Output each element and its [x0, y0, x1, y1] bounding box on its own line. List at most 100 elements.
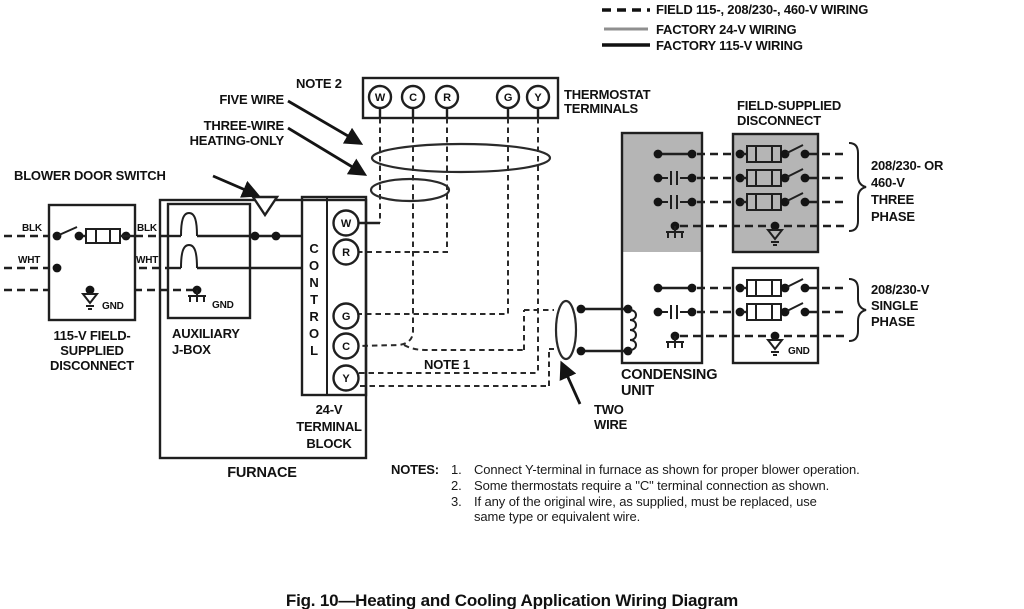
jbox-label-line2: J-BOX — [172, 342, 211, 357]
two-wire-callout: TWO WIRE — [554, 299, 633, 432]
three-wire-label-line2: HEATING-ONLY — [190, 133, 285, 148]
chassis-ground-icon — [188, 290, 206, 302]
furnace-label: FURNACE — [227, 465, 297, 481]
thermostat-terminal-r: R — [443, 92, 451, 104]
note-2-text: Some thermostats require a "C" terminal … — [474, 478, 829, 493]
terminal-block-label-line3: BLOCK — [306, 436, 352, 451]
wht-label-left: WHT — [18, 255, 40, 266]
capacitor-icon — [653, 305, 697, 319]
note-3-text-line2: same type or equivalent wire. — [474, 509, 640, 524]
contactor-coil-icon — [629, 309, 637, 351]
furnace-terminal-c: C — [342, 341, 350, 353]
single-phase-label-line2: SINGLE — [871, 298, 919, 313]
notes-heading: NOTES: — [391, 462, 439, 477]
wire-bundle-callouts: FIVE WIRE THREE-WIRE HEATING-ONLY — [190, 92, 552, 203]
thermostat-terminal-w: W — [375, 92, 386, 104]
thermostat-box — [361, 76, 560, 120]
115v-disconnect-caption-line2: SUPPLIED — [60, 343, 123, 358]
single-phase-label-line3: PHASE — [871, 314, 915, 329]
two-wire-oval — [554, 299, 578, 361]
furnace-terminal-y: Y — [342, 373, 350, 385]
earth-ground-icon — [765, 229, 785, 246]
two-wire-label-line1: TWO — [594, 402, 624, 417]
svg-text:N: N — [309, 275, 318, 290]
five-wire-label: FIVE WIRE — [219, 92, 284, 107]
three-phase-disconnect-box — [731, 132, 820, 254]
capacitor-icon — [653, 171, 697, 185]
note2-label: NOTE 2 — [296, 76, 342, 91]
terminal-block-label-line1: 24-V — [316, 402, 343, 417]
blower-door-switch-label: BLOWER DOOR SWITCH — [14, 168, 166, 183]
fuse-switch-row — [735, 144, 810, 163]
furnace-terminal-g: G — [342, 311, 350, 323]
thermostat-terminal-y: Y — [534, 92, 542, 104]
fuse-switch-row — [735, 192, 810, 211]
legend-label-factory-115v: FACTORY 115-V WIRING — [656, 38, 803, 53]
blower-door-switch-icon — [250, 195, 280, 218]
furnace-terminal-w: W — [341, 218, 352, 230]
thermostat-terminal-circles: W C R G Y — [367, 84, 551, 110]
chassis-ground-icon — [666, 336, 684, 348]
thermostat-title-line2: TERMINALS — [564, 101, 639, 116]
three-wire-bundle-oval — [369, 177, 451, 203]
single-phase-brace — [848, 278, 867, 342]
legend-label-factory-24v: FACTORY 24-V WIRING — [656, 22, 797, 37]
note1-label: NOTE 1 — [424, 357, 470, 372]
blk-label-left: BLK — [22, 223, 43, 234]
svg-text:R: R — [309, 309, 319, 324]
condensing-label-line1: CONDENSING — [621, 367, 717, 383]
blk-label-right: BLK — [137, 223, 158, 234]
three-phase-label-line4: PHASE — [871, 209, 915, 224]
thermostat-title-line1: THERMOSTAT — [564, 87, 651, 102]
figure-caption: Fig. 10—Heating and Cooling Application … — [286, 591, 738, 609]
note-2-number: 2. — [451, 478, 462, 493]
thermostat-terminals: W C R G Y THERMOSTAT TERMINALS NOTE 2 — [296, 76, 651, 120]
terminal-block-label-line2: TERMINAL — [296, 419, 362, 434]
condensing-unit: CONDENSING UNIT — [620, 131, 717, 399]
five-wire-bundle-oval — [370, 142, 552, 174]
gnd-label: GND — [788, 346, 810, 357]
svg-text:O: O — [309, 326, 319, 341]
svg-text:C: C — [309, 241, 319, 256]
single-phase-label-line1: 208/230-V — [871, 282, 930, 297]
gnd-label: GND — [102, 301, 124, 312]
wht-label-right: WHT — [136, 255, 158, 266]
control-block — [300, 195, 368, 397]
capacitor-icon — [653, 195, 697, 209]
fuse-switch-row — [735, 278, 810, 297]
notes-section: NOTES: 1. Connect Y-terminal in furnace … — [391, 462, 860, 524]
earth-ground-icon — [765, 339, 785, 356]
earth-ground-icon — [80, 293, 100, 310]
single-phase-rows: GND — [680, 278, 846, 357]
note-1-text: Connect Y-terminal in furnace as shown f… — [474, 462, 860, 477]
wire-nut-icon — [180, 243, 198, 269]
two-wire-label-line2: WIRE — [594, 417, 628, 432]
three-phase-label-line1: 208/230- OR — [871, 158, 944, 173]
note-3-text-line1: If any of the original wire, as supplied… — [474, 494, 817, 509]
wire-nut-icon — [180, 211, 198, 237]
three-phase-brace — [848, 142, 867, 232]
thermostat-terminal-c: C — [409, 92, 417, 104]
furnace-terminal-r: R — [342, 247, 350, 259]
blower-door-switch-arrow — [212, 174, 261, 198]
single-phase-disconnect-box — [731, 266, 820, 365]
five-wire-arrow — [287, 99, 364, 145]
condensing-unit-box — [620, 131, 704, 365]
three-wire-label-line1: THREE-WIRE — [204, 118, 285, 133]
fuse-switch-row — [735, 168, 810, 187]
jbox-gnd-label: GND — [212, 300, 234, 311]
fuse-switch-row — [735, 302, 810, 321]
furnace-terminal-circles: W R G C Y — [332, 209, 360, 392]
condensing-label-line2: UNIT — [621, 383, 654, 399]
chassis-ground-icon — [666, 226, 684, 238]
note-3-number: 3. — [451, 494, 462, 509]
furnace: FURNACE GND AUXILIARY J-BOX BLOWER DOOR … — [14, 168, 368, 481]
aux-jbox — [166, 202, 252, 320]
disconnect-title-line1: FIELD-SUPPLIED — [737, 98, 841, 113]
115v-disconnect-caption-line1: 115-V FIELD- — [53, 328, 130, 343]
note-1-number: 1. — [451, 462, 462, 477]
three-phase-label-line3: THREE — [871, 192, 915, 207]
svg-text:O: O — [309, 258, 319, 273]
